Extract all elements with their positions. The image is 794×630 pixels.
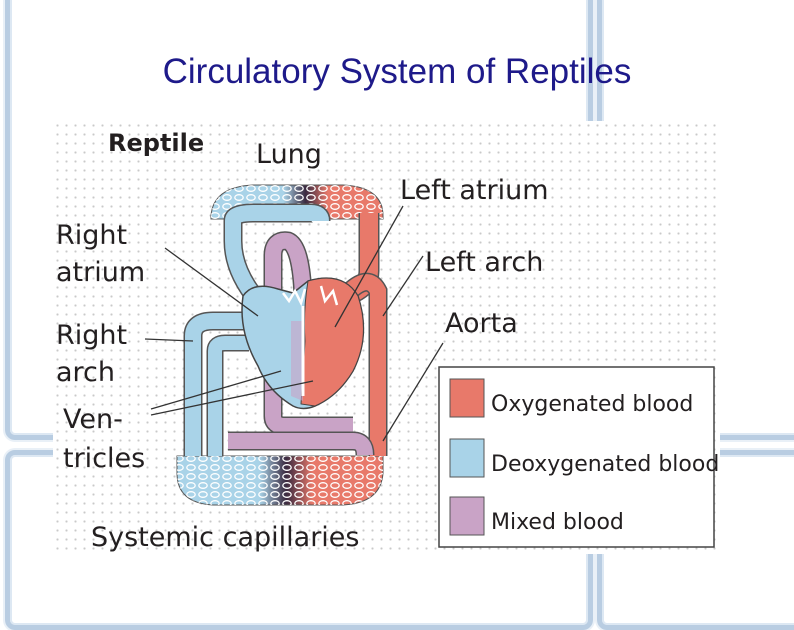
legend: Oxygenated blood Deoxygenated blood Mixe… <box>438 366 719 548</box>
diagram-svg: Reptile Lung Left atrium Right atrium Le… <box>56 129 719 553</box>
slide-title: Circulatory System of Reptiles <box>162 52 632 91</box>
label-right-atrium-line1: Right <box>56 220 127 251</box>
label-right-arch-line2: arch <box>56 357 115 388</box>
label-lung: Lung <box>256 139 322 170</box>
legend-label-oxygenated: Oxygenated blood <box>491 392 693 417</box>
legend-label-deoxygenated: Deoxygenated blood <box>491 452 719 477</box>
label-ventricles-line1: Ven- <box>63 404 123 435</box>
diagram-heading: Reptile <box>108 129 204 157</box>
legend-swatch-oxygenated <box>449 378 485 418</box>
legend-swatch-mixed <box>449 496 485 536</box>
label-left-atrium: Left atrium <box>400 175 549 206</box>
label-left-arch: Left arch <box>425 247 543 278</box>
label-right-atrium-line2: atrium <box>56 257 145 288</box>
label-ventricles-line2: tricles <box>63 443 145 474</box>
legend-swatch-deoxygenated <box>449 438 485 478</box>
circulatory-diagram: Reptile Lung Left atrium Right atrium Le… <box>53 121 720 554</box>
label-aorta: Aorta <box>445 308 518 339</box>
label-systemic-capillaries: Systemic capillaries <box>91 522 359 553</box>
leader-lines <box>144 205 444 442</box>
label-right-arch-line1: Right <box>56 320 127 351</box>
legend-label-mixed: Mixed blood <box>491 510 624 535</box>
legend-box <box>438 366 715 548</box>
heart <box>241 277 365 410</box>
systemic-capillaries <box>176 455 384 506</box>
